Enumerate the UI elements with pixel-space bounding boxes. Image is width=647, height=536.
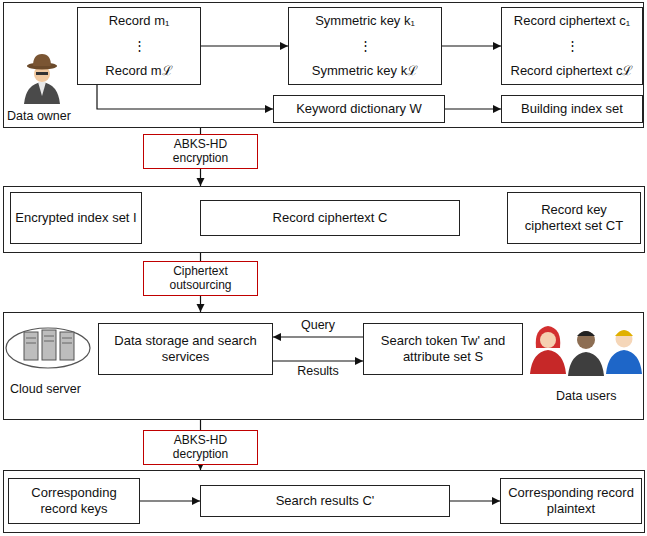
box-text: Ciphertext outsourcing — [147, 264, 254, 293]
flow-arrow — [97, 85, 273, 109]
role-label: Cloud server — [10, 382, 81, 396]
box-text: Building index set — [521, 101, 623, 117]
box-text: Record ciphertext C — [273, 210, 388, 226]
service-box: Data storage and search services — [98, 323, 273, 375]
box-text: Record ciphertext c₁ — [514, 13, 630, 29]
owner-collar — [38, 82, 46, 96]
box-text: Symmetric key kℒ — [312, 63, 418, 79]
user-hair — [577, 331, 595, 336]
server-tower — [42, 330, 56, 360]
flow-line — [200, 253, 201, 261]
cloud-outline — [6, 328, 90, 368]
flow-arrow — [273, 336, 363, 337]
key-box: Symmetric key k₁ ⋮ Symmetric key kℒ — [288, 7, 442, 85]
box-text: Encrypted index set I — [15, 210, 136, 226]
box-text: ABKS-HD encryption — [147, 137, 254, 166]
owner-icon — [24, 54, 60, 104]
box-text: Data storage and search services — [103, 333, 268, 364]
step-label: ABKS-HD encryption — [143, 134, 258, 169]
user-hair — [615, 330, 633, 336]
users-icon — [530, 326, 642, 376]
box-text: Record ciphertext cℒ — [511, 63, 634, 79]
box-text: Record key ciphertext set CT — [512, 202, 636, 233]
box-text: ⋮ — [566, 38, 579, 54]
flow-arrow — [200, 420, 201, 430]
panel-frame — [4, 471, 645, 533]
edge-label: Results — [295, 365, 341, 379]
role-label: Data owner — [7, 109, 71, 123]
owner-glasses — [36, 72, 48, 75]
box-text: Corresponding record keys — [13, 485, 135, 516]
box-text: Record m₁ — [109, 13, 170, 29]
server-icon — [6, 328, 90, 368]
user-body — [606, 350, 642, 374]
owner-coat — [24, 82, 60, 104]
flow-arrow — [273, 360, 363, 361]
plaintext-box: Corresponding record plaintext — [500, 478, 642, 524]
server-tower — [24, 332, 38, 360]
user-face — [616, 331, 633, 348]
box-text: ⋮ — [133, 38, 146, 54]
box-text: ABKS-HD decryption — [147, 433, 254, 462]
flow-arrow — [442, 45, 501, 46]
user-body — [530, 350, 566, 374]
record-box: Record m₁ ⋮ Record mℒ — [77, 7, 201, 85]
index-box: Building index set — [501, 95, 643, 123]
edge-label: Query — [299, 319, 337, 333]
box-text: Symmetric key k₁ — [315, 13, 415, 29]
flow-arrow — [445, 108, 501, 109]
results-box: Search results C' — [200, 485, 450, 517]
user-face — [540, 332, 556, 348]
dictionary-box: Keyword dictionary W — [273, 95, 445, 123]
token-box: Search token Tw' and attribute set S — [363, 323, 523, 375]
flow-arrow — [200, 296, 201, 312]
panel-frame — [4, 187, 645, 253]
box-text: Corresponding record plaintext — [505, 485, 637, 516]
user-face — [577, 331, 595, 349]
box-text: ⋮ — [359, 38, 372, 54]
ciphertext-box: Record ciphertext C — [200, 200, 460, 236]
step-label: ABKS-HD decryption — [143, 430, 258, 465]
key-ciphertext-box: Record key ciphertext set CT — [507, 192, 641, 244]
user-body — [568, 352, 604, 376]
owner-hat — [33, 54, 51, 66]
box-text: Record mℒ — [105, 63, 172, 79]
keys-box: Corresponding record keys — [8, 478, 140, 524]
flow-arrow — [450, 500, 500, 501]
box-text: Keyword dictionary W — [296, 101, 422, 117]
box-text: Search token Tw' and attribute set S — [368, 333, 518, 364]
box-text: Search results C' — [276, 493, 375, 509]
owner-panel: Data owner Record m₁ ⋮ Record mℒ Symmetric k… — [3, 2, 644, 128]
user-hair — [536, 326, 561, 348]
index-box: Encrypted index set I — [10, 192, 142, 244]
flow-arrow — [201, 45, 288, 46]
flow-arrow — [140, 500, 200, 501]
step-label: Ciphertext outsourcing — [143, 261, 258, 296]
role-label: Data users — [556, 389, 616, 403]
server-tower — [60, 332, 74, 360]
ciphertext-box: Record ciphertext c₁ ⋮ Record ciphertext c… — [501, 7, 643, 85]
